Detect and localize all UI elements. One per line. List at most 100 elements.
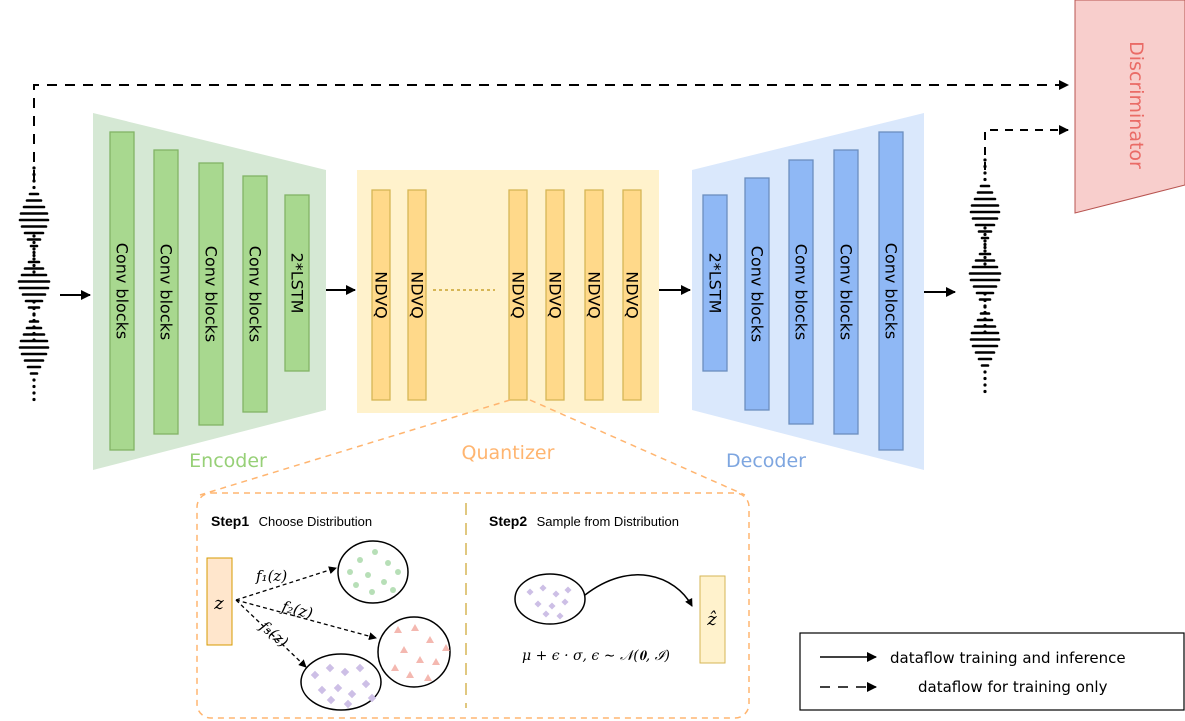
sample-point: [325, 663, 335, 673]
step1-heading: Step1 Choose Distribution: [211, 513, 372, 530]
waveform-dot: [983, 171, 987, 175]
sample-point: [534, 600, 542, 608]
sample-point: [333, 683, 343, 693]
waveform-dot: [32, 300, 36, 304]
waveform-dot: [983, 305, 987, 309]
decoder-block-label-4: Conv blocks: [837, 244, 856, 340]
waveform-dot: [32, 306, 36, 311]
quantizer-label: Quantizer: [462, 442, 555, 464]
waveform-dot: [32, 185, 36, 190]
legend-dashed-label: dataflow for training only: [918, 678, 1108, 696]
sampled-distribution: [514, 573, 586, 625]
decoder-block-label-1: 2*LSTM: [706, 253, 725, 314]
encoder-block-label-3: Conv blocks: [202, 246, 221, 342]
sample-point: [310, 670, 320, 680]
step1-text: Choose Distribution: [259, 514, 372, 529]
waveform-dot: [983, 262, 987, 266]
sample-point: [326, 695, 336, 705]
quantizer-block-label-6: NDVQ: [623, 271, 642, 319]
quantizer-block-label-4: NDVQ: [546, 271, 565, 319]
encoder-block-label-4: Conv blocks: [246, 246, 265, 342]
waveform-dot: [32, 253, 36, 258]
waveform-dot: [983, 177, 987, 182]
f1-arrow: [235, 566, 337, 601]
sample-point: [548, 602, 556, 610]
quantizer-detail-panel: Step1 Choose Distribution Step2 Sample f…: [196, 492, 750, 719]
waveform-dot: [32, 313, 36, 317]
z-label: z: [213, 593, 224, 614]
f3-arrow: [235, 599, 307, 668]
sample-point: [340, 667, 350, 677]
sample-point: [381, 579, 387, 585]
waveform-dot: [983, 239, 987, 243]
quantizer-block-label-3: NDVQ: [509, 271, 528, 319]
discriminator: Discriminator: [1074, 0, 1185, 214]
sample-point: [526, 588, 534, 596]
encoder-block-3: [198, 162, 224, 426]
sampling-formula: μ + ϵ · σ, ϵ ∼ 𝒩(𝟎, ℐ): [522, 648, 670, 664]
sample-point: [391, 664, 399, 671]
encoder-block-4: [242, 175, 268, 413]
sample-point: [367, 693, 377, 703]
sample-point: [394, 626, 402, 633]
waveform-dot: [983, 298, 987, 303]
quantizer-block-2: [407, 189, 427, 401]
decoder-block-5: [878, 131, 904, 451]
waveform-dot: [32, 234, 36, 238]
step2-text: Sample from Distribution: [537, 514, 679, 529]
waveform-dot: [983, 383, 987, 387]
decoder-block-label-2: Conv blocks: [748, 246, 767, 342]
encoder-label: Encoder: [189, 450, 267, 472]
sample-point: [426, 636, 434, 643]
sample-point: [416, 656, 424, 663]
sample-point: [406, 671, 414, 678]
step2-heading: Step2 Sample from Distribution: [489, 513, 679, 530]
sample-point: [369, 589, 375, 595]
waveform-dot: [983, 389, 987, 394]
legend: dataflow training and inference dataflow…: [799, 632, 1185, 711]
quantizer-block-1: [371, 189, 391, 401]
sample-point: [355, 663, 365, 673]
sample-point: [542, 610, 550, 618]
sample-point: [400, 646, 408, 653]
decoder-block-1: [702, 194, 728, 372]
sample-point: [317, 685, 327, 695]
z-vector: [206, 557, 233, 646]
decoder-label: Decoder: [726, 450, 806, 472]
sample-point: [385, 560, 391, 566]
encoder-block-label-5: 2*LSTM: [288, 253, 307, 314]
encoder-block-5: [284, 194, 310, 372]
waveform-dot: [32, 179, 36, 183]
sample-point: [357, 557, 363, 563]
decoder-block-2: [744, 177, 770, 411]
waveform-dot: [983, 249, 987, 253]
waveform-dot: [32, 257, 36, 261]
sample-point: [361, 679, 371, 689]
sample-point: [564, 586, 572, 594]
legend-solid-label: dataflow training and inference: [890, 649, 1126, 667]
encoder-block-1: [109, 131, 135, 451]
waveform-dot: [983, 226, 987, 230]
waveform-dot: [32, 391, 36, 395]
waveform-dot: [32, 166, 36, 170]
encoder-block-2: [153, 149, 179, 435]
quantizer-block-label-5: NDVQ: [585, 271, 604, 319]
waveform-dot: [32, 250, 36, 255]
sample-point: [561, 598, 569, 606]
quantizer-block-6: [622, 189, 642, 401]
sample-point: [552, 590, 560, 598]
waveform-dot: [983, 158, 987, 162]
f2-arrow: [235, 599, 377, 641]
sample-arrow: [584, 574, 693, 607]
waveform-dot: [983, 242, 987, 247]
discriminator-label: Discriminator: [1125, 41, 1147, 169]
sample-point: [395, 569, 401, 575]
sample-point: [372, 549, 378, 555]
quantizer-block-3: [508, 189, 528, 401]
step2-title: Step2: [489, 513, 527, 529]
sample-point: [347, 569, 353, 575]
